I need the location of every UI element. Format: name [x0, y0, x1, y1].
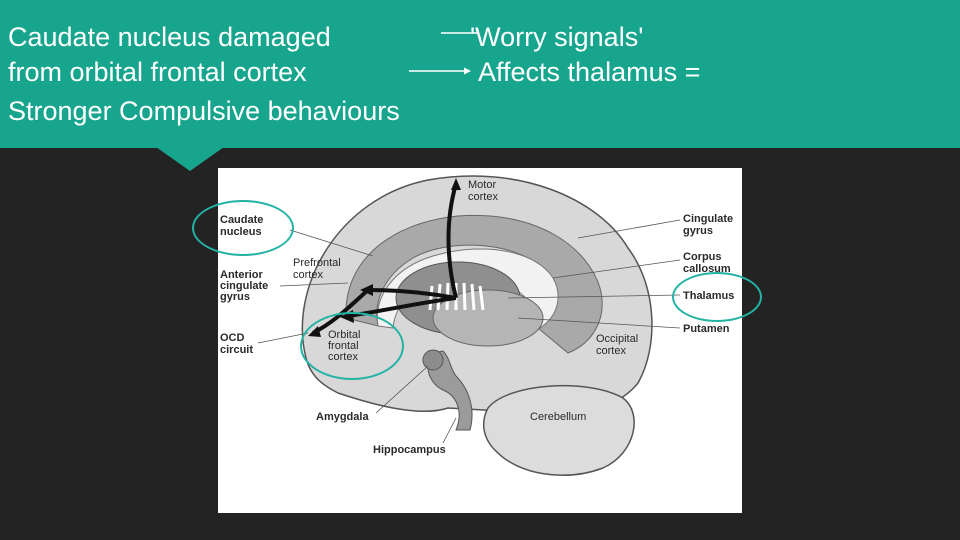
label-putamen: Putamen: [683, 323, 730, 335]
arrow-right-icon: [409, 67, 471, 75]
label-hippocampus: Hippocampus: [373, 444, 446, 456]
label-cerebellum: Cerebellum: [530, 411, 586, 423]
title-banner: [0, 0, 960, 148]
arrow-right-icon: [441, 32, 478, 34]
header-line2-right: Affects thalamus =: [478, 57, 701, 87]
hippocampus-shape: [427, 350, 473, 431]
highlight-ring-orbital: [300, 312, 404, 380]
header-line1-right: 'Worry signals': [470, 22, 644, 52]
header-line3: Stronger Compulsive behaviours: [8, 96, 400, 126]
highlight-ring-caudate: [192, 200, 294, 256]
highlight-ring-thalamus: [672, 272, 762, 322]
header-line1-left: Caudate nucleus damaged: [8, 22, 331, 52]
banner-pointer: [156, 147, 224, 171]
label-amygdala: Amygdala: [316, 411, 369, 423]
cingulate-band: [345, 214, 603, 354]
header-line2-left: from orbital frontal cortex: [8, 57, 307, 87]
cerebellum-shape: [482, 384, 635, 476]
amygdala-shape: [422, 349, 444, 371]
